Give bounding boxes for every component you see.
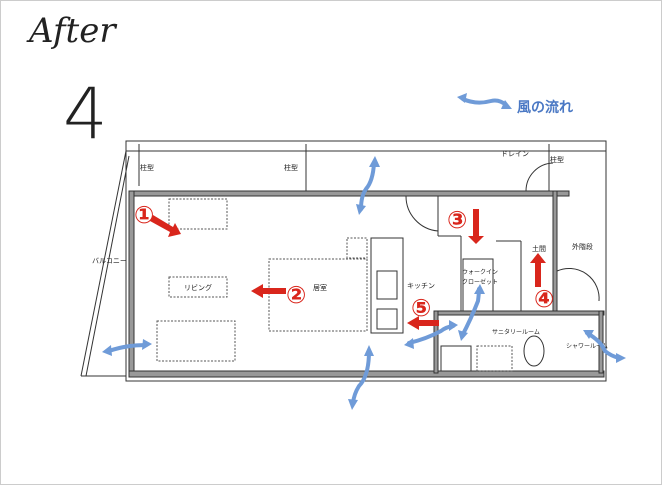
label-shower: シャワールーム [566, 343, 608, 350]
marker-2: ② [286, 281, 306, 309]
label-column-1: 柱型 [140, 163, 154, 172]
label-balcony: バルコニー [92, 257, 127, 265]
label-room: 居室 [313, 283, 327, 292]
label-stairs: 外階段 [572, 242, 593, 251]
marker-3: ③ [447, 206, 467, 234]
airflow-arrows-red [150, 209, 546, 330]
label-doma: 土間 [532, 244, 546, 253]
legend-label: 風の流れ [517, 100, 573, 116]
title: After [29, 11, 116, 51]
marker-1: ① [134, 201, 154, 229]
marker-4: ④ [534, 285, 554, 313]
label-kitchen: キッチン [407, 282, 435, 290]
legend-wind-icon [457, 93, 512, 109]
label-walkin-1: ウォークイン [462, 268, 498, 276]
marker-5: ⑤ [411, 294, 431, 322]
walls [80, 140, 607, 382]
label-sanitary: サニタリールーム [492, 328, 540, 336]
plan-number: 4 [63, 73, 108, 155]
label-drain: ドレイン [501, 150, 529, 158]
furniture [156, 198, 545, 372]
label-walkin-2: クローゼット [462, 278, 498, 286]
label-column-2: 柱型 [284, 163, 298, 172]
label-living: リビング [184, 283, 212, 292]
wind-arrows [102, 156, 626, 410]
label-column-3: 柱型 [550, 155, 564, 164]
